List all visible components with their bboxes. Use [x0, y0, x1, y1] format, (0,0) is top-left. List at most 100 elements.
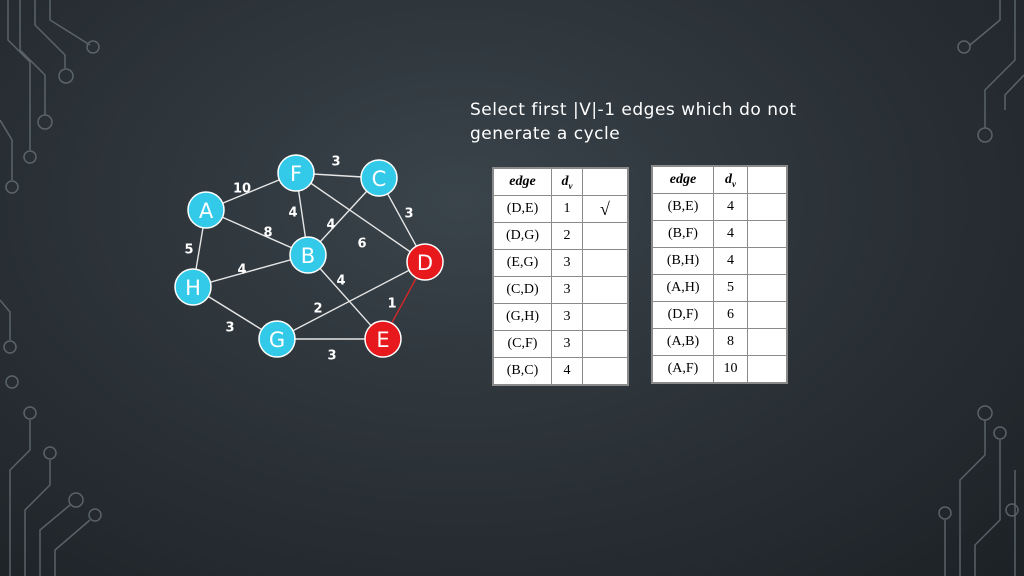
node-label: E [376, 328, 389, 352]
node-circle [277, 154, 315, 192]
cell-mark [747, 301, 788, 329]
cell-dv: 4 [713, 247, 748, 275]
header-dv: dv [551, 167, 583, 196]
cell-edge: (A,H) [651, 274, 714, 302]
cell-edge: (G,H) [492, 303, 552, 331]
node-label: G [269, 328, 285, 352]
cell-mark [582, 303, 629, 331]
table-row: (G,H)3 [492, 303, 629, 331]
cell-dv: 3 [551, 303, 583, 331]
header-mark [582, 167, 629, 196]
node-h: H [174, 268, 212, 306]
node-circle [289, 236, 327, 274]
header-dv: dv [713, 165, 748, 194]
table-row: (D,F)6 [651, 301, 788, 329]
cell-edge: (D,E) [492, 195, 552, 223]
edge-weight-f-d: 6 [357, 237, 366, 252]
node-c: C [360, 159, 398, 197]
cell-edge: (B,C) [492, 357, 552, 386]
table-header-row: edge dv [492, 167, 629, 196]
edge-weight-d-e: 1 [387, 297, 396, 312]
table-row: (D,G)2 [492, 222, 629, 250]
node-e: E [364, 320, 402, 358]
cell-edge: (C,F) [492, 330, 552, 358]
table-row: (D,E)1√ [492, 195, 629, 223]
table-header-row: edge dv [651, 165, 788, 194]
header-mark [747, 165, 788, 194]
node-label: A [199, 199, 214, 223]
cell-dv: 5 [713, 274, 748, 302]
edge-table-left: edge dv (D,E)1√(D,G)2(E,G)3(C,D)3(G,H)3(… [492, 167, 629, 386]
node-d: D [406, 243, 444, 281]
node-label: F [290, 162, 302, 186]
cell-dv: 3 [551, 249, 583, 277]
cell-mark [582, 330, 629, 358]
header-edge: edge [651, 165, 714, 194]
node-label: D [417, 251, 433, 275]
node-circle [258, 320, 296, 358]
table-row: (B,E)4 [651, 193, 788, 221]
edge-weight-a-f: 10 [233, 182, 251, 197]
cell-mark [747, 355, 788, 384]
cell-dv: 10 [713, 355, 748, 384]
cell-edge: (B,E) [651, 193, 714, 221]
edge-f-d [295, 172, 426, 263]
edge-h-b [192, 254, 309, 288]
node-circle [187, 191, 225, 229]
node-circle [364, 320, 402, 358]
cell-edge: (A,F) [651, 355, 714, 384]
cell-edge: (D,G) [492, 222, 552, 250]
edge-g-d [276, 261, 426, 340]
cell-dv: 1 [551, 195, 583, 223]
edge-weight-g-e: 3 [327, 349, 336, 364]
table-row: (C,F)3 [492, 330, 629, 358]
header-edge: edge [492, 167, 552, 196]
node-g: G [258, 320, 296, 358]
slide-title: Select first |V|-1 edges which do not ge… [470, 100, 797, 144]
cell-edge: (E,G) [492, 249, 552, 277]
node-a: A [187, 191, 225, 229]
edge-weight-g-d: 2 [313, 302, 322, 317]
edge-weight-a-b: 8 [263, 226, 272, 241]
cell-edge: (A,B) [651, 328, 714, 356]
cell-edge: (D,F) [651, 301, 714, 329]
cell-dv: 6 [713, 301, 748, 329]
table-row: (A,F)10 [651, 355, 788, 384]
node-b: B [289, 236, 327, 274]
cell-mark [747, 247, 788, 275]
cell-dv: 3 [551, 330, 583, 358]
cell-edge: (B,F) [651, 220, 714, 248]
table-row: (C,D)3 [492, 276, 629, 304]
cell-mark [582, 357, 629, 386]
node-circle [174, 268, 212, 306]
cell-mark [582, 222, 629, 250]
cell-edge: (B,H) [651, 247, 714, 275]
node-label: B [301, 244, 315, 268]
node-label: H [185, 276, 201, 300]
edge-weight-h-g: 3 [225, 321, 234, 336]
edge-weight-c-d: 3 [404, 207, 413, 222]
table-row: (A,B)8 [651, 328, 788, 356]
edge-weight-h-b: 4 [237, 263, 246, 278]
edge-weight-f-c: 3 [331, 155, 340, 170]
cell-mark [747, 220, 788, 248]
node-f: F [277, 154, 315, 192]
graph-nodes: A F C B D H G E [174, 154, 444, 358]
cell-edge: (C,D) [492, 276, 552, 304]
edge-weight-b-e: 4 [336, 274, 345, 289]
cell-dv: 2 [551, 222, 583, 250]
node-circle [360, 159, 398, 197]
table-row: (B,H)4 [651, 247, 788, 275]
edge-table-right: edge dv (B,E)4(B,F)4(B,H)4(A,H)5(D,F)6(A… [651, 165, 788, 384]
edge-weight-f-b: 4 [288, 206, 297, 221]
cell-dv: 4 [551, 357, 583, 386]
node-label: C [372, 167, 387, 191]
cell-dv: 4 [713, 193, 748, 221]
cell-mark [747, 274, 788, 302]
edge-weight-c-b: 4 [326, 218, 335, 233]
node-circle [406, 243, 444, 281]
edge-weight-a-h: 5 [184, 243, 193, 258]
cell-dv: 4 [713, 220, 748, 248]
cell-dv: 3 [551, 276, 583, 304]
